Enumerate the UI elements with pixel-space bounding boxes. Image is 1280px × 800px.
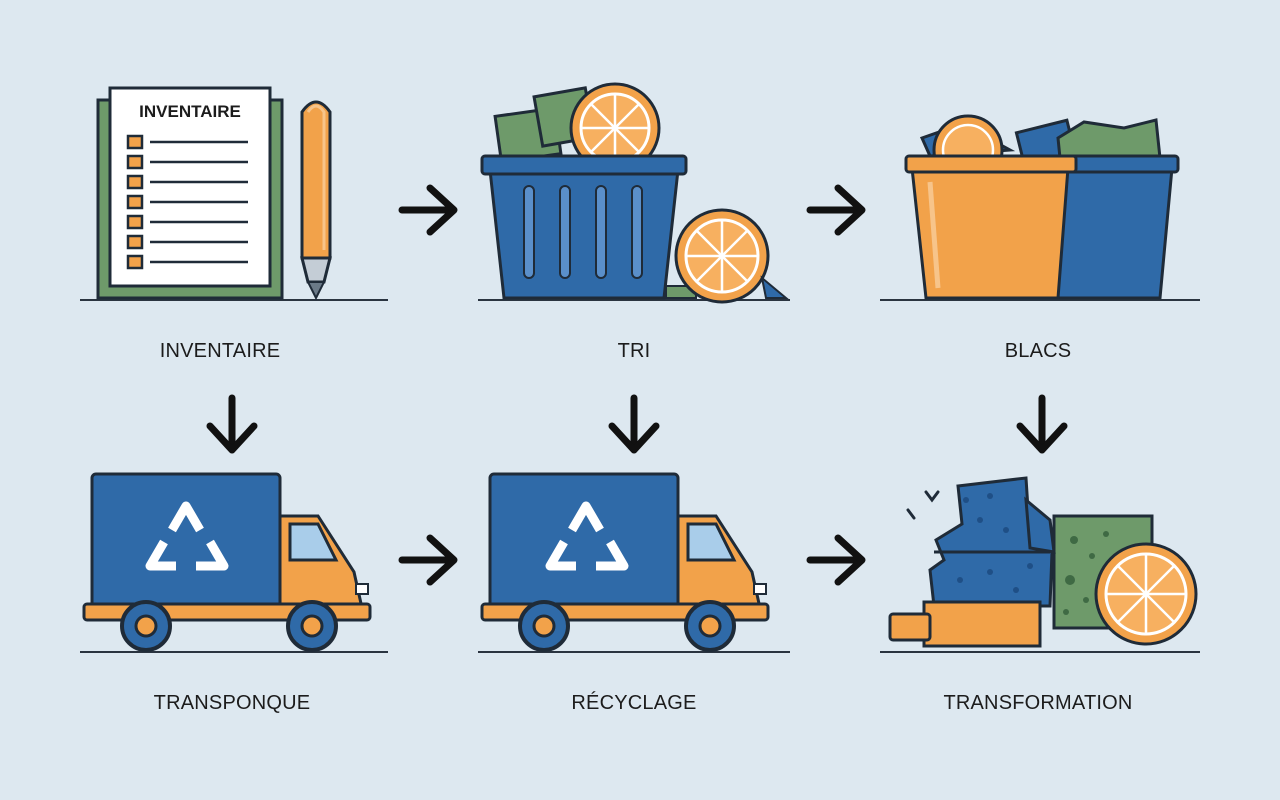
recycle-icon <box>145 501 229 571</box>
arrow-right-icon <box>398 534 458 586</box>
step-label-inventaire: INVENTAIRE <box>159 340 281 362</box>
clipboard-title: INVENTAIRE <box>139 102 241 121</box>
shredder-machine-icon <box>888 476 1198 648</box>
arrow-right-icon <box>806 184 866 236</box>
step-label-recyclage: RÉCYCLAGE <box>571 692 697 714</box>
inventory-clipboard-icon <box>96 86 284 300</box>
arrow-right-icon <box>398 184 458 236</box>
arrow-down-icon <box>206 394 258 454</box>
pen-icon <box>300 100 332 301</box>
recycle-icon <box>545 501 629 571</box>
step-label-transformation: TRANSFORMATION <box>943 692 1133 714</box>
step-label-tri: TRI <box>617 340 651 362</box>
sorting-bin-icon <box>480 82 789 304</box>
arrow-down-icon <box>608 394 660 454</box>
step-label-blacs: BLACS <box>1004 340 1072 362</box>
ground-lines <box>80 299 1200 653</box>
bins-icon <box>904 114 1180 300</box>
recycling-truck-icon <box>480 472 770 652</box>
step-label-transponque: TRANSPONQUE <box>153 692 311 714</box>
orange-slice-icon <box>569 82 661 174</box>
arrow-down-icon <box>1016 394 1068 454</box>
arrow-right-icon <box>806 534 866 586</box>
recycling-truck-icon <box>82 472 372 652</box>
